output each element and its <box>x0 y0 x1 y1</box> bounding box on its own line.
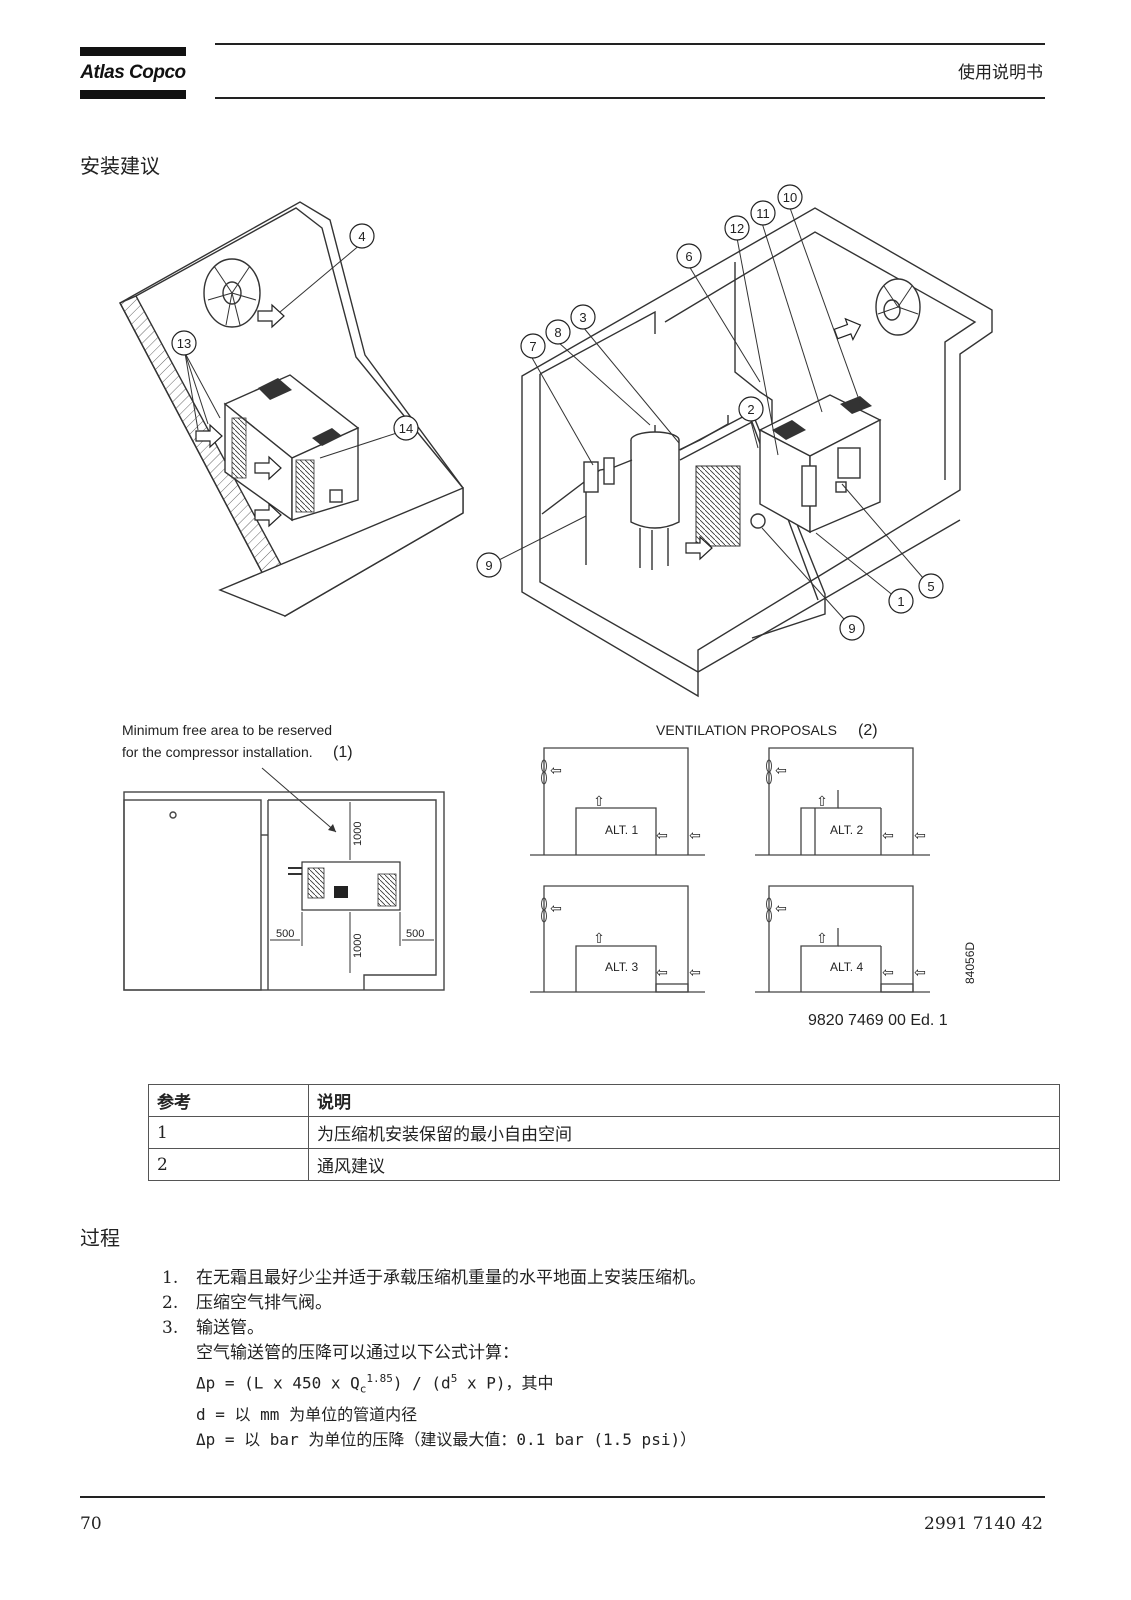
callout-7: 7 <box>529 339 536 354</box>
dim-1000-bottom: 1000 <box>352 934 364 958</box>
table-row: 1 为压缩机安装保留的最小自由空间 <box>148 1116 1060 1149</box>
svg-text:⇧: ⇧ <box>816 793 828 809</box>
figure-code: 84056D <box>963 942 977 984</box>
svg-text:⇦: ⇦ <box>914 827 926 843</box>
doc-type: 使用说明书 <box>958 63 1043 83</box>
callout-14: 14 <box>399 421 413 436</box>
table-cell-desc: 为压缩机安装保留的最小自由空间 <box>308 1116 1060 1149</box>
callout-12: 12 <box>730 221 744 236</box>
svg-text:⇦: ⇦ <box>656 964 668 980</box>
right-room-drawing <box>488 207 993 698</box>
callout-2: 2 <box>747 402 754 417</box>
svg-text:⇦: ⇦ <box>689 964 701 980</box>
step-number: 1. <box>162 1268 179 1288</box>
callout-9a: 9 <box>485 558 492 573</box>
svg-text:⇦: ⇦ <box>550 762 562 778</box>
procedure-step: 1. 在无霜且最好少尘并适于承载压缩机重量的水平地面上安装压缩机。 <box>162 1266 1022 1291</box>
step-number: 2. <box>162 1293 179 1313</box>
doc-number: 2991 7140 42 <box>924 1514 1043 1534</box>
installation-figure: 4 13 14 10 11 12 6 3 8 7 2 9 5 1 9 Minim… <box>119 184 993 1029</box>
alt-2-label: ALT. 2 <box>830 823 863 837</box>
dim-1000-top: 1000 <box>352 822 364 846</box>
callout-9b: 9 <box>848 621 855 636</box>
step-number: 3. <box>162 1318 179 1338</box>
logo: Atlas Copco <box>80 47 186 101</box>
header: Atlas Copco 使用说明书 <box>0 0 1131 110</box>
footer-rule <box>80 1496 1045 1498</box>
callout-11: 11 <box>756 206 770 221</box>
alt-1-label: ALT. 1 <box>605 823 638 837</box>
procedure-step: 2. 压缩空气排气阀。 <box>162 1291 1022 1316</box>
header-rule-bottom <box>215 97 1045 99</box>
svg-text:⇦: ⇦ <box>550 900 562 916</box>
procedure-steps: 1. 在无霜且最好少尘并适于承载压缩机重量的水平地面上安装压缩机。 2. 压缩空… <box>162 1266 1022 1452</box>
dim-500-left: 500 <box>276 928 294 940</box>
svg-text:⇧: ⇧ <box>816 930 828 946</box>
floor-plan-caption-line2: for the compressor installation. <box>122 744 313 760</box>
edition-code: 9820 7469 00 Ed. 1 <box>808 1012 948 1029</box>
svg-text:⇦: ⇦ <box>775 762 787 778</box>
step-text: 压缩空气排气阀。 <box>196 1293 332 1313</box>
table-header-desc: 说明 <box>308 1084 1060 1117</box>
svg-text:⇦: ⇦ <box>882 827 894 843</box>
ventilation-title: VENTILATION PROPOSALS <box>656 722 837 738</box>
definition-dp: Δp = 以 bar 为单位的压降（建议最大值：0.1 bar (1.5 psi… <box>196 1429 697 1449</box>
left-room-drawing <box>119 201 464 618</box>
svg-text:⇦: ⇦ <box>775 900 787 916</box>
callout-5: 5 <box>927 579 934 594</box>
page-number: 70 <box>80 1514 102 1534</box>
procedure-title: 过程 <box>80 1226 120 1250</box>
svg-text:⇧: ⇧ <box>593 793 605 809</box>
table-cell-ref: 1 <box>148 1116 309 1149</box>
svg-text:⇧: ⇧ <box>593 930 605 946</box>
step-text: 在无霜且最好少尘并适于承载压缩机重量的水平地面上安装压缩机。 <box>196 1268 706 1288</box>
definition-d: d = 以 mm 为单位的管道内径 <box>196 1404 418 1424</box>
alt-3-label: ALT. 3 <box>605 960 638 974</box>
ventilation-proposals: VENTILATION PROPOSALS (2) <box>530 722 977 1029</box>
ventilation-ref: (2) <box>858 722 878 739</box>
table-header-ref: 参考 <box>148 1084 309 1117</box>
logo-text: Atlas Copco <box>80 62 186 83</box>
step-text: 输送管。 <box>196 1318 264 1338</box>
reference-table: 参考 说明 1 为压缩机安装保留的最小自由空间 2 通风建议 <box>148 1084 1060 1181</box>
callout-10: 10 <box>783 190 797 205</box>
svg-text:⇦: ⇦ <box>882 964 894 980</box>
svg-text:⇦: ⇦ <box>656 827 668 843</box>
callout-13: 13 <box>177 336 191 351</box>
table-header-row: 参考 说明 <box>148 1084 1060 1117</box>
callout-3: 3 <box>579 310 586 325</box>
callout-8: 8 <box>554 325 561 340</box>
pressure-drop-formula: Δp = (L x 450 x Qc1.85) / (d5 x P)，其中 <box>196 1372 554 1396</box>
floor-plan: Minimum free area to be reserved for the… <box>122 722 445 991</box>
callout-1: 1 <box>897 594 904 609</box>
callout-4: 4 <box>358 229 365 244</box>
floor-plan-caption-ref: (1) <box>333 744 353 761</box>
floor-plan-caption-line1: Minimum free area to be reserved <box>122 722 332 738</box>
procedure-step: 3. 输送管。 空气输送管的压降可以通过以下公式计算： Δp = (L x 45… <box>162 1316 1022 1452</box>
svg-text:⇦: ⇦ <box>914 964 926 980</box>
callout-6: 6 <box>685 249 692 264</box>
table-row: 2 通风建议 <box>148 1148 1060 1181</box>
table-cell-ref: 2 <box>148 1148 309 1181</box>
svg-text:⇦: ⇦ <box>689 827 701 843</box>
alt-4-label: ALT. 4 <box>830 960 863 974</box>
dim-500-right: 500 <box>406 928 424 940</box>
step3-intro: 空气输送管的压降可以通过以下公式计算： <box>196 1343 519 1363</box>
table-cell-desc: 通风建议 <box>308 1148 1060 1181</box>
header-rule-top <box>215 43 1045 45</box>
section-title: 安装建议 <box>80 154 160 178</box>
